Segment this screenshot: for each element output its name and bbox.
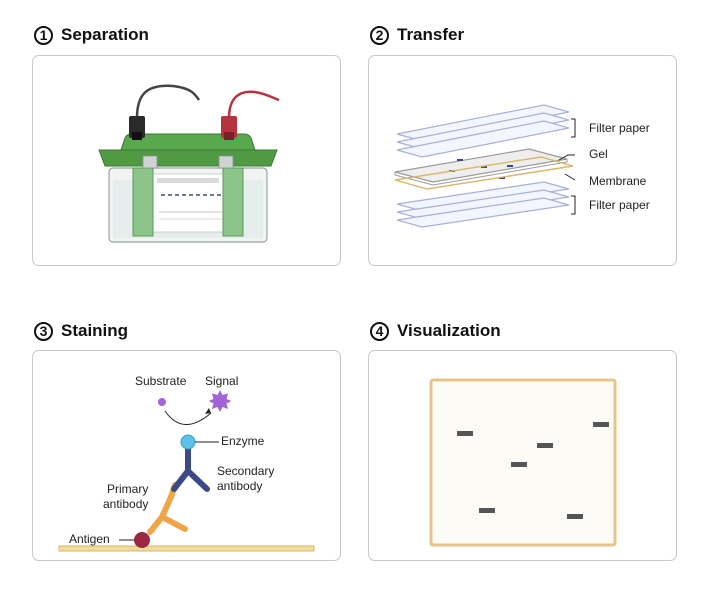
lid-connector (142, 155, 158, 169)
filter-paper-sheet (396, 120, 570, 158)
electrophoresis-apparatus-illustration (98, 84, 280, 243)
filter-paper-sheet (396, 197, 570, 228)
green-lid (98, 149, 278, 167)
red-electrode-cap (224, 132, 234, 140)
antigen-dot (134, 532, 150, 548)
clamp-left (132, 167, 154, 237)
blot-band (511, 462, 527, 467)
label-secondary-antibody-line2: antibody (217, 479, 263, 493)
label-primary-antibody-line2: antibody (103, 497, 149, 511)
bracket-filter-paper-bottom (571, 195, 576, 215)
label-gel: Gel (589, 147, 608, 161)
blot-band (457, 431, 473, 436)
black-electrode-cap (132, 132, 142, 140)
label-membrane: Membrane (589, 174, 647, 188)
lid-top (120, 133, 256, 151)
reaction-arrow (164, 410, 212, 425)
step-header-visualization: 4 Visualization (370, 321, 501, 341)
blot-band (593, 422, 609, 427)
step-title: Staining (61, 321, 129, 340)
gel-wells (157, 178, 219, 183)
secondary-antibody-shape (171, 444, 210, 492)
leader-gel (558, 154, 575, 161)
gel-edge (394, 159, 568, 186)
membrane-sheet (394, 156, 574, 190)
label-signal: Signal (205, 374, 239, 388)
step-number: 1 (34, 25, 53, 45)
signal-burst-icon (208, 390, 232, 412)
clamp-right (222, 167, 244, 237)
blot-band (479, 508, 495, 513)
step-number: 3 (34, 321, 53, 341)
gel-slab (150, 173, 226, 233)
gel-band (507, 165, 513, 167)
step-header-separation: 1 Separation (34, 25, 149, 45)
gel-band (481, 166, 487, 168)
bracket-filter-paper-top (571, 118, 576, 138)
red-lead-wire (227, 90, 280, 119)
lid-connector (218, 155, 234, 169)
leader-membrane (564, 173, 576, 181)
antibody-detection-illustration (58, 390, 315, 552)
transfer-stack-illustration (394, 104, 576, 228)
step-title: Visualization (397, 321, 501, 340)
enzyme-dot (180, 434, 196, 450)
step-title: Separation (61, 25, 149, 44)
label-filter-paper-bottom: Filter paper (589, 198, 650, 212)
panel-staining: Substrate Signal Enzyme Secondary antibo… (32, 350, 341, 561)
reaction-arrowhead (205, 408, 211, 414)
panel-visualization (368, 350, 677, 561)
black-lead-wire (135, 84, 201, 119)
membrane-strip (58, 545, 315, 552)
label-filter-paper-top: Filter paper (589, 121, 650, 135)
step-number: 4 (370, 321, 389, 341)
gel-band (457, 159, 463, 161)
primary-antibody-shape (147, 482, 188, 535)
step-number: 2 (370, 25, 389, 45)
label-secondary-antibody-line1: Secondary (217, 464, 275, 478)
blot-band (537, 443, 553, 448)
filter-paper-sheet (396, 189, 570, 220)
blot-band (567, 514, 583, 519)
filter-paper-sheet (396, 181, 570, 212)
label-antigen: Antigen (69, 532, 110, 546)
step-header-transfer: 2 Transfer (370, 25, 464, 45)
step-header-staining: 3 Staining (34, 321, 128, 341)
label-primary-antibody-line1: Primary (107, 482, 149, 496)
panel-transfer: Filter paper Gel Membrane Filter paper (368, 55, 677, 266)
label-substrate: Substrate (135, 374, 187, 388)
label-enzyme: Enzyme (221, 434, 265, 448)
gel-band (499, 177, 505, 179)
panel-separation (32, 55, 341, 266)
blot-result-illustration (429, 378, 617, 547)
step-title: Transfer (397, 25, 465, 44)
substrate-dot (158, 398, 166, 406)
